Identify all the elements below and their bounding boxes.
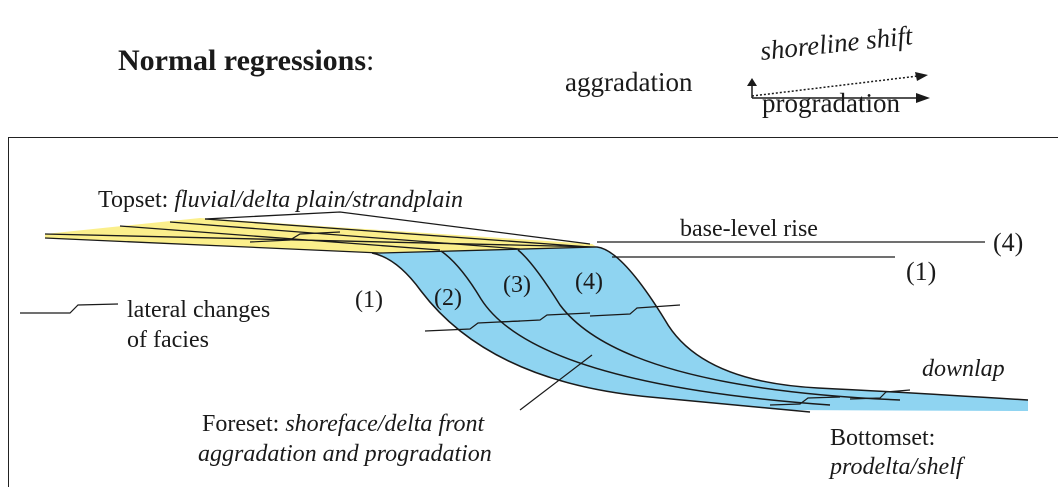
clinoform-2-line — [440, 250, 831, 406]
foreset-label-line2: aggradation and progradation — [198, 441, 492, 467]
topset-label: Topset: fluvial/delta plain/strandplain — [98, 187, 463, 213]
clinoform-4-line — [596, 246, 1029, 401]
clinoform-1-line — [371, 252, 811, 413]
lateral-change-legend-symbol — [20, 303, 119, 314]
legend-arrows — [747, 72, 930, 103]
title-colon: : — [366, 44, 375, 77]
facies-zigzags — [249, 231, 911, 406]
lateral-changes-label: lateral changes — [127, 297, 271, 323]
base-level-label-4: (4) — [993, 228, 1024, 257]
clinoform-label-4: (4) — [575, 269, 603, 295]
clinoform-3-line — [517, 249, 901, 401]
clinoform-label-1: (1) — [355, 287, 383, 313]
diagram-frame — [8, 137, 1058, 487]
clinoform-lines — [371, 246, 1029, 413]
topset-lines — [44, 211, 598, 254]
base-level-rise-label: base-level rise — [680, 216, 818, 242]
clinoform-label-2: (2) — [434, 285, 462, 311]
foreset-leader-line — [519, 354, 593, 411]
lateral-changes-label-line2: of facies — [127, 327, 209, 353]
page-title: Normal regressions: — [118, 44, 374, 78]
clinoform-label-3: (3) — [503, 272, 531, 298]
foreset-label: Foreset: shoreface/delta front — [202, 411, 485, 437]
foreset-body — [372, 247, 1028, 411]
progradation-arrow — [752, 93, 930, 103]
bottomset-env-label: prodelta/shelf — [830, 454, 963, 480]
downlap-label: downlap — [922, 356, 1005, 382]
base-level-label-1: (1) — [906, 257, 937, 286]
legend-aggradation-label: aggradation — [565, 67, 693, 97]
legend-progradation-label: progradation — [762, 88, 900, 118]
header: Normal regressions: aggradation shorelin… — [0, 0, 1058, 130]
title-text: Normal regressions — [118, 44, 367, 77]
bottomset-label: Bottomset: — [830, 425, 936, 451]
shoreline-shift-arrow — [751, 72, 928, 97]
